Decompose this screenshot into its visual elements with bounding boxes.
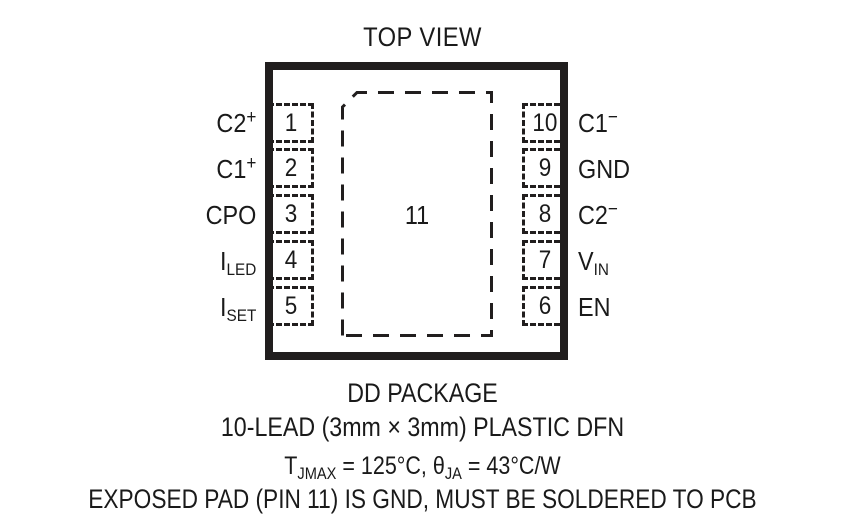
pin-label-iset: ISET [219,292,256,325]
pin-label-en-base: EN [578,292,611,322]
thermal-tj-value: = 125°C, θ [336,452,445,480]
caption-lead-count: 10-LEAD (3mm × 3mm) PLASTIC DFN [220,412,625,442]
pin-label-c2-plus: C2+ [216,107,256,139]
thermal-theta-subscript: JA [444,464,462,483]
pin-label-c2-minus: C2− [578,199,618,231]
pin-label-vin: VIN [578,246,609,279]
pin-label-gnd-base: GND [578,154,631,184]
caption-thermal-spec: TJMAX = 125°C, θJA = 43°C/W [59,452,786,483]
pin-label-c2-minus-base: C2 [578,200,608,230]
pin-pad-8-number: 8 [538,200,552,228]
pin-pad-3: 3 [268,194,314,234]
pin-pad-7-number: 7 [538,246,552,274]
pin-pad-1-number: 1 [284,109,298,137]
page-title: TOP VIEW [363,22,482,52]
pin-label-c1-minus: C1− [578,107,618,139]
pin-label-c1-minus-base: C1 [578,108,608,138]
thermal-theta-value: = 43°C/W [461,452,561,480]
pin-label-iset-subscript: SET [226,306,256,325]
pin-pad-2: 2 [268,148,314,188]
pin-label-c2-plus-superscript: + [246,107,256,128]
pin-pad-5-number: 5 [284,292,298,320]
pin-label-vin-base: V [578,246,594,276]
pin-label-c1-plus-superscript: + [246,153,256,174]
thermal-tj-symbol: T [284,452,298,480]
thermal-tj-subscript: JMAX [297,464,337,483]
caption-package-name: DD PACKAGE [347,378,498,408]
pin-label-c1-plus: C1+ [216,153,256,185]
pin-label-iled-subscript: LED [226,260,256,279]
pin-pad-9-number: 9 [538,154,552,182]
pin-label-vin-subscript: IN [593,260,609,279]
pin-label-iled-base: I [219,246,227,276]
pin-label-c1-minus-superscript: − [607,107,618,128]
exposed-pad-outline [341,91,493,337]
pin-label-c2-minus-superscript: − [607,199,618,220]
pin-pad-2-number: 2 [284,154,298,182]
pin-label-c2-plus-base: C2 [216,108,247,138]
pin-label-gnd: GND [578,154,630,185]
pin-pad-4-number: 4 [284,246,298,274]
pin-label-iset-base: I [219,292,227,322]
pin-label-iled: ILED [219,246,256,279]
pin-label-cpo-base: CPO [205,200,256,230]
pin-pad-3-number: 3 [284,200,298,228]
pin-pad-5: 5 [268,286,314,326]
pin-pad-10-number: 10 [532,109,558,137]
pin-label-en: EN [578,292,611,323]
pin-pad-6-number: 6 [538,292,552,320]
pin-label-cpo: CPO [205,200,256,231]
exposed-pad-number: 11 [404,200,430,230]
pin-pad-4: 4 [268,240,314,280]
pin-pad-1: 1 [268,103,314,143]
package-edge-right [560,62,568,360]
pin-label-c1-plus-base: C1 [216,154,247,184]
package-edge-left [265,62,273,360]
caption-exposed-pad-note: EXPOSED PAD (PIN 11) IS GND, MUST BE SOL… [88,484,757,514]
